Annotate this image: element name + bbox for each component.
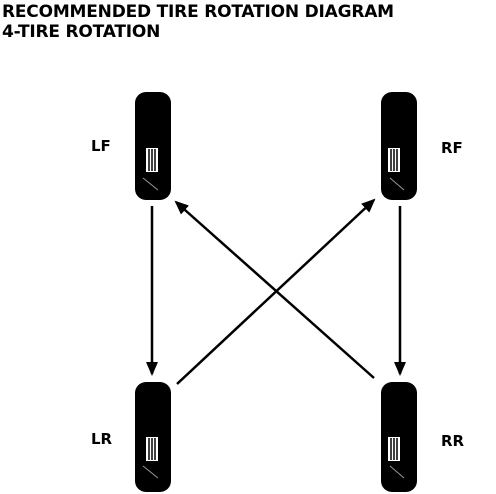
arrow-rr-to-lf [174, 200, 375, 379]
tire-left-rear [135, 382, 171, 492]
diagram-title: RECOMMENDED TIRE ROTATION DIAGRAM 4-TIRE… [2, 2, 394, 42]
tire-right-front [381, 92, 417, 200]
tire-label-rf: RF [441, 139, 463, 157]
tire-label-lf: LF [91, 137, 111, 155]
tire-label-lr: LR [91, 430, 113, 448]
tire-tread-icon [388, 148, 400, 172]
tire-label-rr: RR [441, 432, 465, 450]
tire-tread-icon [388, 437, 400, 461]
tire-left-front [135, 92, 171, 200]
tire-tread-icon [146, 148, 158, 172]
title-line-1: RECOMMENDED TIRE ROTATION DIAGRAM [2, 2, 394, 22]
title-line-2: 4-TIRE ROTATION [2, 22, 161, 42]
tire-tread-icon [146, 437, 158, 461]
tire-right-rear [381, 382, 417, 492]
